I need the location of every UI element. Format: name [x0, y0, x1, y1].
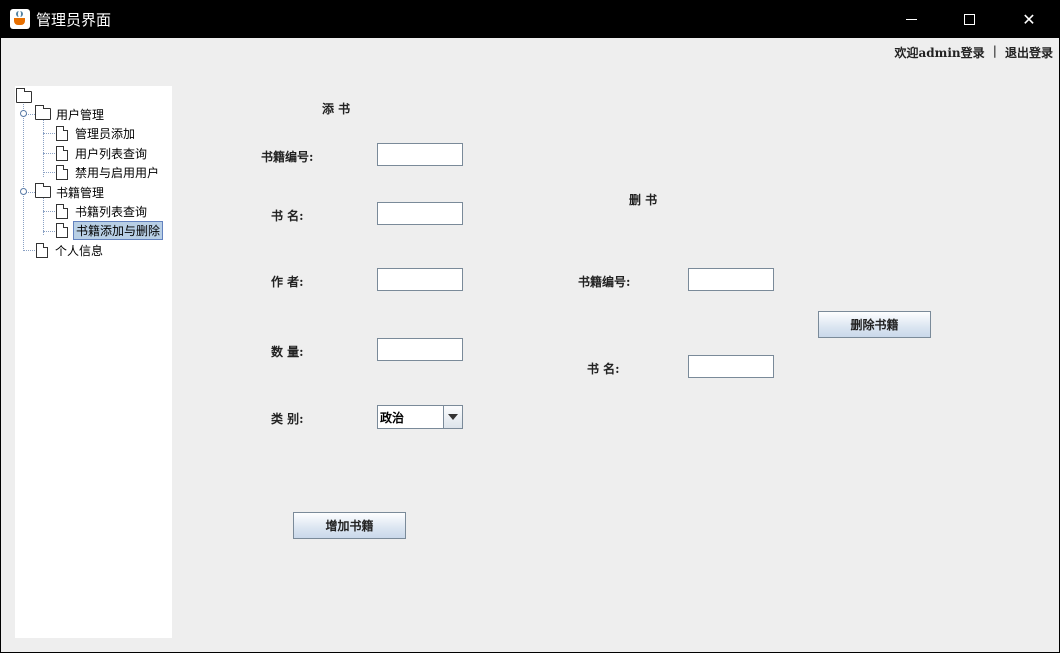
tree-item-admin-add[interactable]: 管理员添加 [56, 124, 137, 142]
tree-item-label: 用户列表查询 [75, 146, 148, 161]
file-icon [56, 222, 68, 238]
maximize-button[interactable] [946, 0, 992, 38]
tree-item-label: 书籍管理 [56, 185, 105, 200]
tree-connector [43, 197, 44, 235]
book-form-panel: 添 书 书籍编号: 书 名: 作 者: 数 量: 类 别: 政治 增加书籍 删 … [1, 38, 1059, 652]
tree-item-personal-info[interactable]: 个人信息 [36, 241, 105, 259]
tree-item-user-management[interactable]: 用户管理 [35, 105, 106, 123]
quantity-input[interactable] [377, 338, 463, 361]
add-book-id-input[interactable] [377, 143, 463, 166]
tree-item-book-list[interactable]: 书籍列表查询 [56, 202, 149, 220]
delete-book-name-input[interactable] [688, 355, 774, 378]
delete-section-title: 删 书 [629, 193, 658, 207]
close-icon: ✕ [1022, 9, 1036, 29]
tree-connector [23, 114, 35, 115]
tree-item-user-enable-disable[interactable]: 禁用与启用用户 [56, 163, 161, 181]
tree-item-label: 个人信息 [55, 243, 104, 258]
title-bar: 管理员界面 ✕ [0, 0, 1060, 38]
add-book-id-label: 书籍编号: [261, 150, 314, 164]
tree-connector [23, 192, 35, 193]
folder-icon [35, 183, 51, 198]
folder-icon [35, 105, 51, 120]
add-book-button[interactable]: 增加书籍 [293, 512, 406, 539]
tree-item-label: 管理员添加 [75, 126, 136, 141]
delete-book-button[interactable]: 删除书籍 [818, 311, 931, 338]
tree-item-label: 书籍列表查询 [75, 204, 148, 219]
file-icon [56, 145, 68, 161]
category-selected-value: 政治 [380, 411, 405, 425]
file-icon [56, 203, 68, 219]
minimize-button[interactable] [888, 0, 934, 38]
category-label: 类 别: [271, 412, 304, 426]
expand-toggle-icon[interactable] [20, 110, 27, 117]
close-button[interactable]: ✕ [1006, 0, 1052, 38]
folder-icon [16, 88, 32, 103]
delete-book-id-input[interactable] [688, 268, 774, 291]
tree-item-book-management[interactable]: 书籍管理 [35, 183, 106, 201]
minimize-icon [905, 18, 917, 20]
tree-connector [43, 172, 55, 173]
chevron-down-icon[interactable] [443, 406, 462, 428]
add-section-title: 添 书 [322, 102, 351, 116]
category-select[interactable]: 政治 [377, 405, 463, 429]
file-icon [56, 164, 68, 180]
tree-connector [43, 153, 55, 154]
tree-connector [43, 211, 55, 212]
quantity-label: 数 量: [271, 345, 304, 359]
file-icon [36, 242, 48, 258]
tree-item-label: 书籍添加与删除 [73, 220, 164, 240]
window-title: 管理员界面 [36, 11, 112, 29]
delete-book-name-label: 书 名: [587, 362, 620, 376]
author-label: 作 者: [271, 275, 304, 289]
header-separator: | [992, 44, 997, 58]
expand-toggle-icon[interactable] [20, 188, 27, 195]
tree-connector [23, 250, 37, 251]
file-icon [56, 125, 68, 141]
delete-book-id-label: 书籍编号: [578, 275, 631, 289]
tree-item-book-add-delete[interactable]: 书籍添加与删除 [56, 220, 164, 240]
nav-tree: 用户管理 管理员添加 用户列表查询 禁用与启用用户 书籍管理 书籍列表查询 书籍… [15, 86, 172, 638]
java-app-icon [10, 9, 30, 29]
tree-item-label: 禁用与启用用户 [75, 165, 160, 180]
tree-connector [43, 119, 44, 177]
tree-connector [43, 231, 55, 232]
tree-item-label: 用户管理 [56, 107, 105, 122]
window-client: 欢迎admin登录 | 退出登录 用户管理 管理员添加 用户列表查询 [1, 38, 1059, 652]
add-book-name-input[interactable] [377, 202, 463, 225]
tree-root[interactable] [16, 88, 35, 106]
maximize-icon [963, 13, 975, 25]
user-status: 欢迎admin登录 | 退出登录 [894, 44, 1053, 61]
welcome-text: 欢迎admin登录 [894, 46, 985, 60]
author-input[interactable] [377, 268, 463, 291]
tree-connector [23, 99, 24, 249]
tree-connector [43, 133, 55, 134]
logout-link[interactable]: 退出登录 [1004, 46, 1053, 60]
tree-item-user-list[interactable]: 用户列表查询 [56, 144, 149, 162]
add-book-name-label: 书 名: [271, 209, 304, 223]
